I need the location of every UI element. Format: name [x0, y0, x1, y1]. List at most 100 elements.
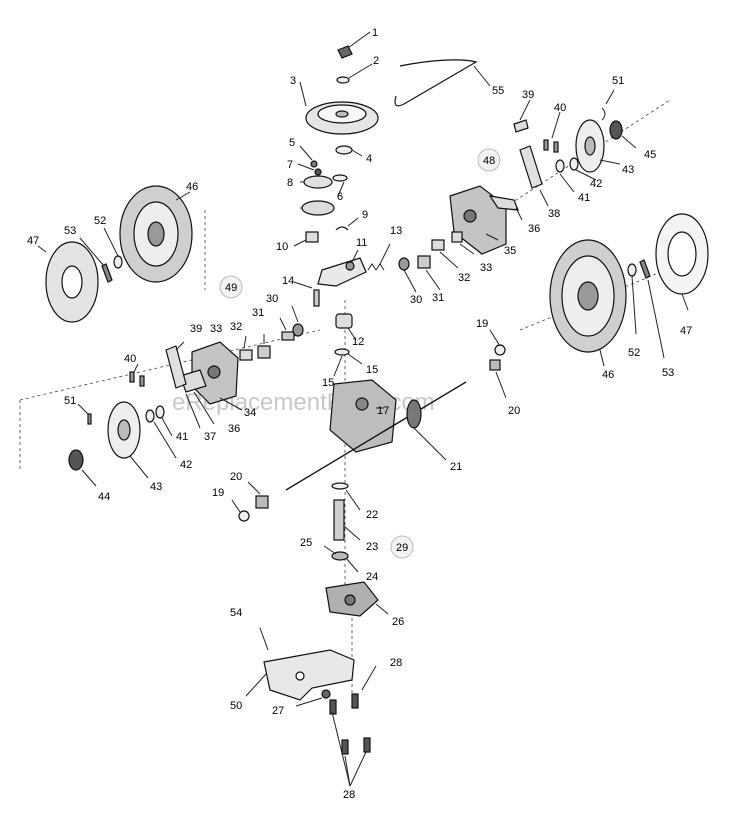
callout-54: 54	[230, 607, 242, 619]
bolt-part	[337, 31, 371, 59]
callout-5: 5	[289, 137, 295, 149]
callout-41: 41	[176, 431, 188, 443]
ring-part	[331, 482, 361, 511]
callout-8: 8	[287, 177, 293, 189]
callout-9: 9	[362, 209, 368, 221]
callout-38: 38	[548, 208, 560, 220]
callout-2: 2	[373, 55, 379, 67]
bearing-part	[68, 449, 97, 487]
pin-part	[79, 237, 113, 283]
pin-part	[293, 281, 320, 307]
pin-part	[543, 111, 561, 153]
bolt-part	[329, 665, 377, 787]
callout-6: 6	[337, 191, 343, 203]
callout-20: 20	[508, 405, 520, 417]
washer-part	[627, 263, 637, 335]
callout-31: 31	[432, 292, 444, 304]
group-callout-29: 29	[390, 535, 414, 559]
ratchet-hub-part	[575, 119, 621, 173]
callout-20: 20	[230, 471, 242, 483]
spring-part	[367, 243, 391, 271]
callout-47: 47	[680, 325, 692, 337]
callout-36: 36	[528, 223, 540, 235]
callout-53: 53	[64, 225, 76, 237]
callout-35: 35	[504, 245, 516, 257]
callout-39: 39	[190, 323, 202, 335]
pawl-plate-part	[165, 341, 201, 429]
hubcap-part	[655, 213, 709, 311]
callout-52: 52	[94, 215, 106, 227]
callout-30: 30	[266, 293, 278, 305]
callout-1: 1	[372, 27, 378, 39]
pawl-part	[488, 195, 523, 221]
callout-47: 47	[27, 235, 39, 247]
wheel-part	[549, 239, 627, 367]
callout-28: 28	[343, 789, 355, 801]
callout-15: 15	[322, 377, 334, 389]
nut-part	[299, 145, 318, 168]
callout-19: 19	[476, 318, 488, 330]
bushing-part	[239, 305, 304, 361]
callout-45: 45	[644, 149, 656, 161]
washer-part	[336, 63, 373, 84]
callout-3: 3	[290, 75, 296, 87]
callout-17: 17	[377, 405, 389, 417]
callout-40: 40	[124, 353, 136, 365]
axle-part	[285, 381, 467, 491]
callout-43: 43	[150, 481, 162, 493]
nut-part	[297, 163, 322, 176]
bushing-part	[231, 481, 269, 522]
spacer-part	[293, 231, 319, 247]
pawl-plate-part	[519, 145, 549, 207]
callout-15: 15	[366, 364, 378, 376]
bracket-part	[513, 99, 531, 133]
pivot-bracket-part	[317, 249, 367, 287]
callout-52: 52	[628, 347, 640, 359]
callout-25: 25	[300, 537, 312, 549]
callout-40: 40	[554, 102, 566, 114]
ring-part	[333, 348, 363, 377]
spring-clip-part	[601, 89, 615, 121]
callout-32: 32	[458, 272, 470, 284]
callout-19: 19	[212, 487, 224, 499]
callout-42: 42	[590, 178, 602, 190]
callout-22: 22	[366, 509, 378, 521]
callout-11: 11	[356, 237, 367, 249]
callout-27: 27	[272, 705, 284, 717]
gearbox-housing-part	[325, 581, 389, 617]
clip-part	[335, 217, 359, 231]
callout-26: 26	[392, 616, 404, 628]
callout-39: 39	[522, 89, 534, 101]
hubcap-part	[37, 241, 99, 323]
callout-37: 37	[204, 431, 216, 443]
callout-14: 14	[282, 275, 294, 287]
callout-12: 12	[352, 336, 364, 348]
group-callout-48: 48	[477, 148, 501, 172]
callout-4: 4	[366, 153, 372, 165]
callout-53: 53	[662, 367, 674, 379]
callout-34: 34	[244, 407, 256, 419]
bushing-part	[489, 329, 507, 399]
callout-51: 51	[612, 75, 624, 87]
callout-36: 36	[228, 423, 240, 435]
callout-33: 33	[210, 323, 222, 335]
callout-30: 30	[410, 294, 422, 306]
nut-part	[295, 689, 331, 707]
callout-50: 50	[230, 700, 242, 712]
gear-part	[323, 545, 359, 573]
callout-13: 13	[390, 225, 402, 237]
bearing-part	[609, 120, 637, 149]
washer-part	[103, 227, 123, 269]
wheel-part	[119, 185, 193, 283]
gear-housing-part	[449, 185, 507, 255]
group-label-29: 29	[396, 542, 408, 554]
pin-part	[129, 363, 145, 387]
ratchet-hub-part	[107, 401, 149, 479]
washer-part	[332, 174, 348, 197]
callout-43: 43	[622, 164, 634, 176]
callout-31: 31	[252, 307, 264, 319]
callout-51: 51	[64, 395, 76, 407]
callout-41: 41	[578, 192, 590, 204]
callout-44: 44	[98, 491, 110, 503]
